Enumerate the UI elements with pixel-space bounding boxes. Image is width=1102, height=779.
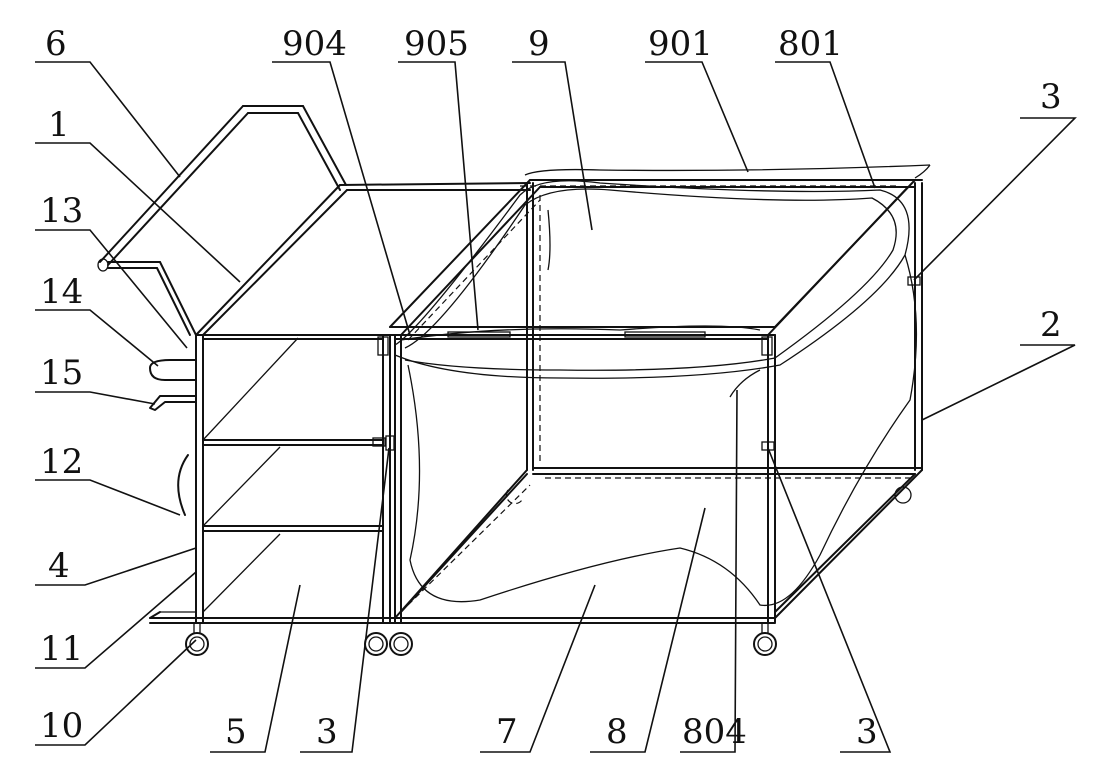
label-11: 11 (40, 629, 83, 669)
wheel-back-right (894, 486, 912, 504)
side-attachments (149, 359, 197, 516)
label-13: 13 (40, 191, 83, 231)
label-1: 1 (48, 105, 70, 145)
label-901: 901 (648, 24, 713, 64)
label-10: 10 (40, 706, 83, 746)
label-904: 904 (282, 24, 347, 64)
label-12: 12 (40, 442, 83, 482)
label-905: 905 (404, 24, 469, 64)
label-2: 2 (1040, 305, 1062, 345)
label-3-bottom-right: 3 (856, 712, 878, 752)
label-9: 9 (528, 24, 550, 64)
label-7: 7 (496, 712, 518, 752)
label-5: 5 (225, 712, 247, 752)
wheel-front-right (753, 632, 777, 656)
main-box-frame (389, 179, 923, 624)
wheel-mid-left (364, 632, 388, 656)
label-804: 804 (682, 712, 747, 752)
tilting-tray (97, 105, 347, 336)
wheel-mid-right (389, 632, 413, 656)
label-3-bottom-left: 3 (316, 712, 338, 752)
latch-left (372, 437, 386, 447)
label-6: 6 (45, 24, 67, 64)
label-4: 4 (48, 546, 70, 586)
liner-bag (394, 164, 931, 607)
label-801: 801 (778, 24, 843, 64)
label-15: 15 (40, 353, 83, 393)
label-3-top-right: 3 (1040, 77, 1062, 117)
left-cabinet-frame (149, 182, 531, 624)
label-8: 8 (606, 712, 628, 752)
reference-numerals: 6 1 13 14 15 12 4 11 10 5 3 7 8 804 3 90… (40, 24, 1062, 752)
latch-top-right (907, 276, 921, 286)
label-14: 14 (40, 272, 83, 312)
latches (372, 276, 921, 451)
leader-lines (35, 61, 1077, 753)
wheels (185, 486, 912, 656)
wheel-front-left (185, 632, 209, 656)
